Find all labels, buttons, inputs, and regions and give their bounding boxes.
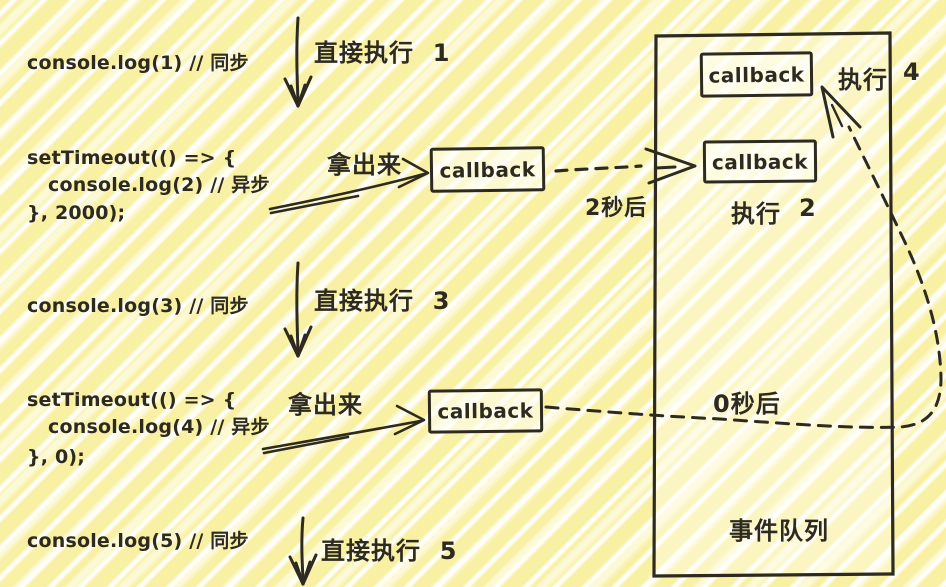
label-after-0s: 0秒后 xyxy=(713,390,781,418)
event-queue-box xyxy=(652,31,895,578)
label-direct-exec-1: 直接执行 1 xyxy=(314,39,451,67)
label-exec-mid: 执行 xyxy=(731,200,781,228)
takeout-arrow-1 xyxy=(268,157,430,215)
label-exec-top-num: 4 xyxy=(903,58,920,86)
label-direct-exec-5: 直接执行 5 xyxy=(321,537,458,565)
code-line-timeout2000-1: setTimeout(() => { xyxy=(27,147,237,169)
event-queue-title: 事件队列 xyxy=(729,517,829,545)
callback-box-staging-1: callback xyxy=(429,146,546,193)
code-line-timeout0-1: setTimeout(() => { xyxy=(27,389,237,411)
code-line-log1: console.log(1) // 同步 xyxy=(27,52,249,74)
callback-box-queue-top: callback xyxy=(699,51,814,98)
label-after-2s: 2秒后 xyxy=(585,196,648,221)
down-arrow-3 xyxy=(288,516,318,586)
code-line-timeout0-3: }, 0); xyxy=(27,446,86,468)
dashed-arrow-0s xyxy=(544,85,943,429)
code-line-timeout0-2: console.log(4) // 异步 xyxy=(48,416,270,438)
code-line-log3: console.log(3) // 同步 xyxy=(27,295,249,317)
label-exec-top: 执行 xyxy=(838,66,888,94)
takeout-arrow-2 xyxy=(261,404,426,455)
code-line-timeout2000-3: }, 2000); xyxy=(27,202,126,224)
label-exec-mid-num: 2 xyxy=(799,194,816,222)
code-line-timeout2000-2: console.log(2) // 异步 xyxy=(48,174,270,196)
down-arrow-1 xyxy=(283,16,313,108)
down-arrow-2 xyxy=(283,261,313,358)
dashed-arrow-2s xyxy=(554,147,697,185)
label-take-out-1: 拿出来 xyxy=(327,151,402,179)
label-direct-exec-3: 直接执行 3 xyxy=(314,287,451,315)
callback-box-staging-2: callback xyxy=(427,388,544,434)
code-line-log5: console.log(5) // 同步 xyxy=(27,530,249,552)
label-take-out-2: 拿出来 xyxy=(288,391,363,419)
callback-box-queue-mid: callback xyxy=(702,139,818,184)
